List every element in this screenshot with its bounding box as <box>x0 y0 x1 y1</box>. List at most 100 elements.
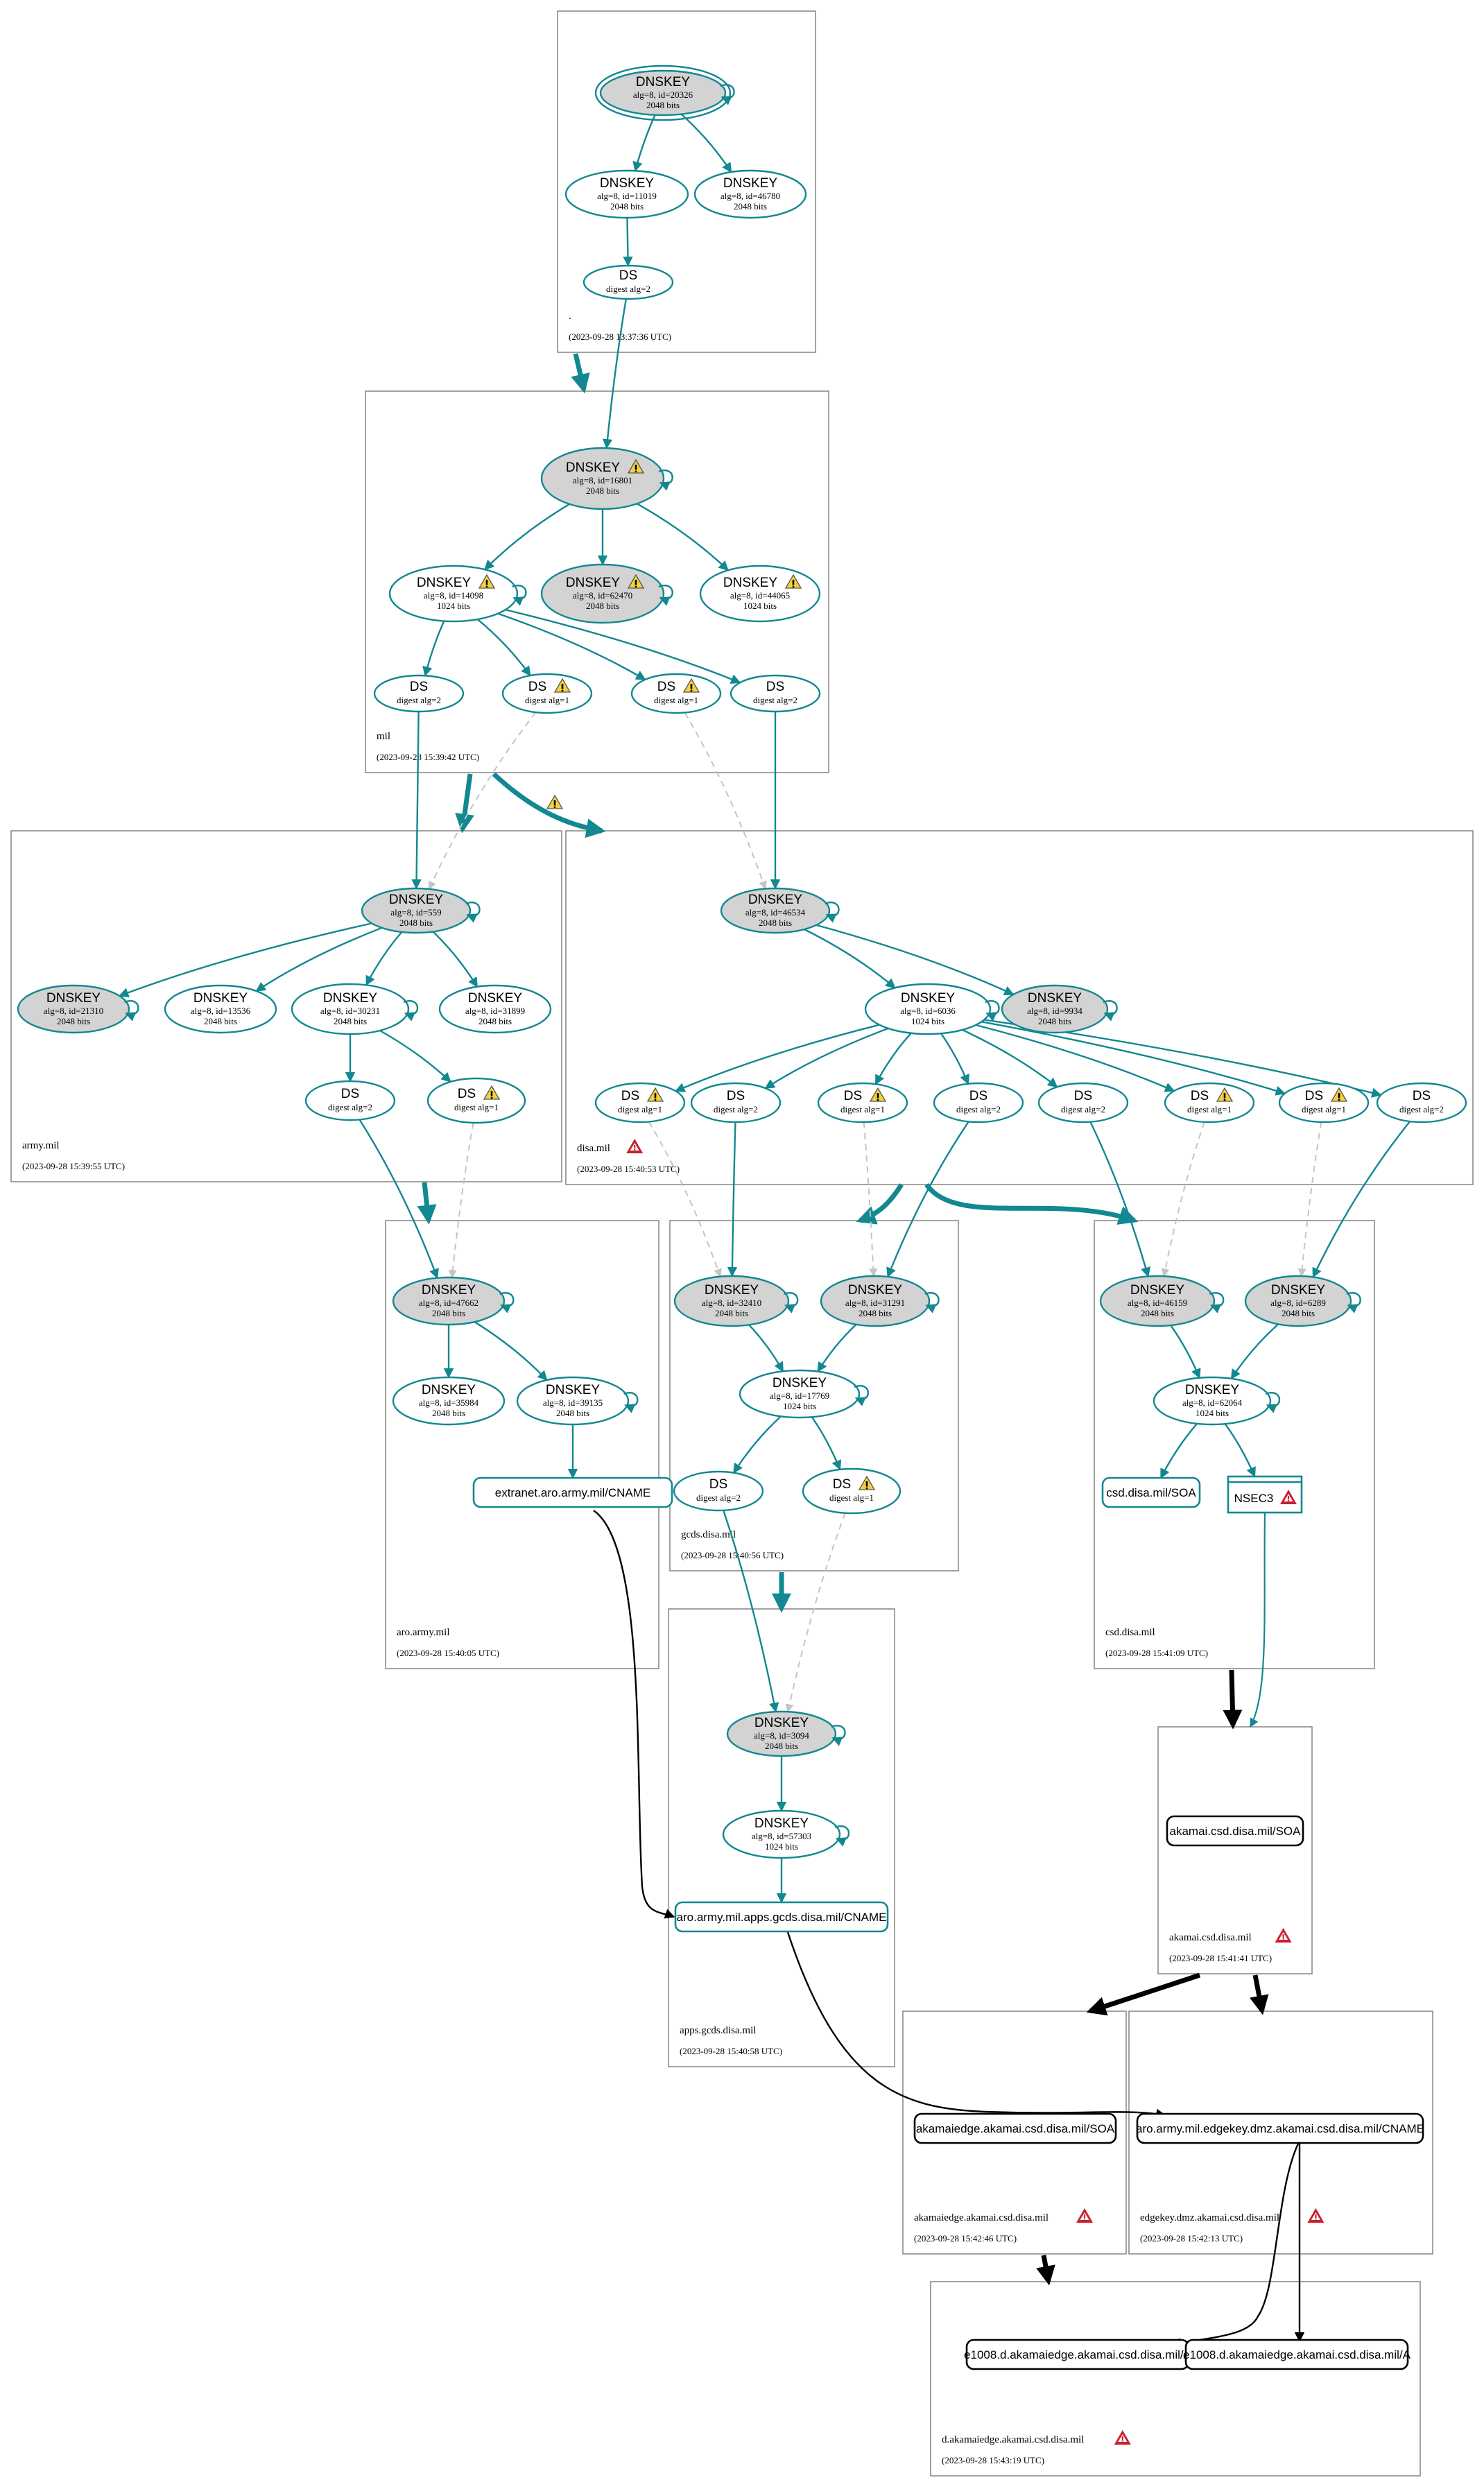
dnskey-detail: alg=8, id=46534 <box>745 907 806 918</box>
edge-gcds_k2-gcds_zsk <box>817 1323 857 1372</box>
zone-timestamp: (2023-09-28 15:40:56 UTC) <box>681 1550 784 1560</box>
dnskey-ellipse <box>739 1369 861 1419</box>
edge-mil_ksk-mil_zsk <box>484 503 570 571</box>
record-box <box>1101 1476 1201 1508</box>
record-node-csd_soa[interactable]: csd.disa.mil/SOA <box>1101 1476 1201 1508</box>
edge-edgekey_cname-a_rec1 <box>1171 2143 1300 2348</box>
record-box <box>472 1476 673 1508</box>
record-node-akamai_soa[interactable]: akamai.csd.disa.mil/SOA <box>1166 1815 1304 1847</box>
dnskey-bits: 1024 bits <box>1196 1408 1229 1418</box>
edge-disa_ds4-gcds_k2 <box>886 1121 969 1278</box>
dnskey-ellipse <box>1153 1376 1272 1426</box>
dnskey-ellipse <box>438 984 552 1034</box>
ds-detail: digest alg=2 <box>397 695 441 705</box>
dnskey-detail: alg=8, id=47662 <box>419 1298 478 1308</box>
dnskey-label: DNSKEY <box>723 576 777 590</box>
zone-box <box>1157 1726 1313 1974</box>
edge-aro_cname-apps_cname <box>593 1510 675 1919</box>
ds-detail: digest alg=2 <box>696 1492 741 1503</box>
record-label: extranet.aro.army.mil/CNAME <box>495 1486 651 1499</box>
record-node-a_rec1[interactable]: e1008.d.akamaiedge.akamai.csd.disa.mil/A <box>964 2339 1192 2370</box>
record-node-akamaiedge_soa[interactable]: akamaiedge.akamai.csd.disa.mil/SOA <box>913 2112 1117 2144</box>
dnskey-ellipse <box>392 1376 506 1426</box>
dnskey-bits: 2048 bits <box>715 1308 748 1318</box>
ds-ellipse <box>1278 1082 1370 1123</box>
ds-ellipse <box>673 1470 764 1512</box>
dnskey-ellipse <box>540 447 665 510</box>
record-node-apps_cname[interactable]: aro.army.mil.apps.gcds.disa.mil/CNAME <box>674 1901 889 1933</box>
ds-detail: digest alg=1 <box>618 1104 662 1114</box>
dnskey-label: DNSKEY <box>754 1716 809 1730</box>
dnskey-detail: alg=8, id=31899 <box>465 1006 525 1016</box>
zone-name: akamaiedge.akamai.csd.disa.mil <box>914 2212 1049 2223</box>
record-node-aro_cname[interactable]: extranet.aro.army.mil/CNAME <box>472 1476 673 1508</box>
nsec3-node-csd_nsec3[interactable]: NSEC3 <box>1227 1475 1303 1514</box>
self-signature-loop <box>834 1825 850 1847</box>
edge-mil_ds1-army_ksk <box>411 711 422 890</box>
zone-name: mil <box>377 731 390 742</box>
dnskey-bits: 2048 bits <box>399 918 433 928</box>
self-signature-loop <box>854 1385 870 1406</box>
zone-name: . <box>569 311 571 322</box>
ds-ellipse <box>373 674 465 713</box>
dnskey-label: DNSKEY <box>901 991 955 1006</box>
delegation-root-mil <box>571 353 590 394</box>
edge-mil_ksk-mil_k3 <box>637 503 729 571</box>
edge-disa_zsk-disa_ds5 <box>962 1028 1058 1088</box>
delegations-layer <box>417 353 1269 2286</box>
edge-csd_k1-csd_zsk <box>1170 1325 1201 1379</box>
dnskey-bits: 2048 bits <box>204 1016 237 1026</box>
dnskey-detail: alg=8, id=21310 <box>44 1006 103 1016</box>
dnskey-bits: 2048 bits <box>1038 1016 1071 1026</box>
record-node-a_rec2[interactable]: e1008.d.akamaiedge.akamai.csd.disa.mil/A <box>1183 2339 1411 2370</box>
edge-csd_zsk-csd_nsec3 <box>1224 1423 1256 1478</box>
edge-disa_ds6-csd_k1 <box>1161 1121 1205 1277</box>
record-node-edgekey_cname[interactable]: aro.army.mil.edgekey.dmz.akamai.csd.disa… <box>1136 2112 1424 2144</box>
zone-name: d.akamaiedge.akamai.csd.disa.mil <box>942 2434 1084 2445</box>
ds-warning-icon <box>1330 1087 1348 1102</box>
